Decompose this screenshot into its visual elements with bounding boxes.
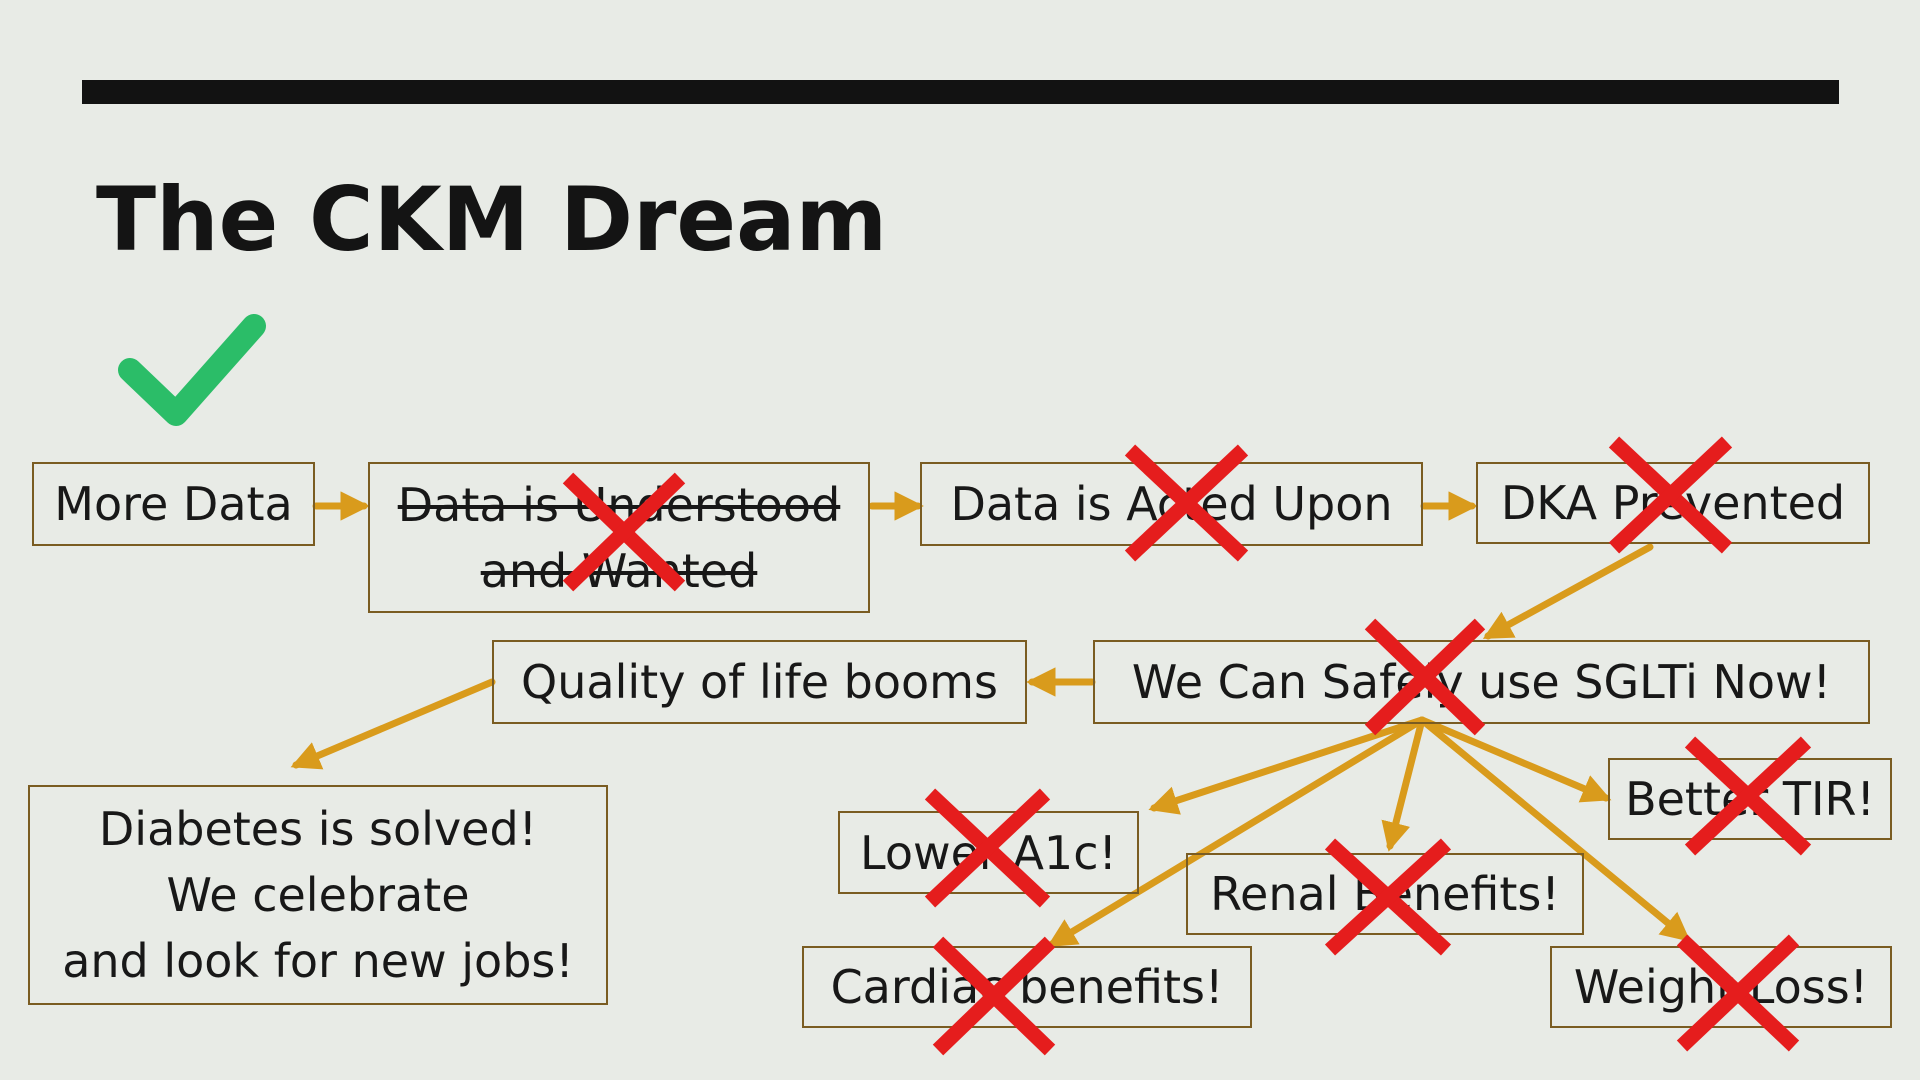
arrow-sglti-to-a1c xyxy=(1148,716,1426,815)
node-more-data-label: More Data xyxy=(54,477,293,531)
check-icon xyxy=(118,314,266,426)
arrow-quality-to-solved xyxy=(290,678,496,770)
node-dka-prevented: DKA Prevented xyxy=(1476,462,1870,544)
node-renal-benefits-label: Renal Benefits! xyxy=(1210,867,1560,921)
arrow-dka-to-sglti xyxy=(1482,543,1654,640)
arrow-sglti-to-tir xyxy=(1418,716,1612,803)
node-diabetes-solved: Diabetes is solved! We celebrate and loo… xyxy=(28,785,608,1005)
node-weight-loss: Weight Loss! xyxy=(1550,946,1892,1028)
node-diabetes-solved-label: Diabetes is solved! We celebrate and loo… xyxy=(62,802,574,988)
node-acted-upon-label: Data is Acted Upon xyxy=(950,477,1393,531)
node-understood-wanted: Data is Understood and Wanted xyxy=(368,462,870,613)
node-renal-benefits: Renal Benefits! xyxy=(1186,853,1584,935)
node-better-tir: Better TIR! xyxy=(1608,758,1892,840)
node-quality-of-life: Quality of life booms xyxy=(492,640,1027,724)
node-lower-a1c: Lower A1c! xyxy=(838,811,1139,894)
node-dka-prevented-label: DKA Prevented xyxy=(1500,476,1846,530)
node-understood-wanted-label: Data is Understood and Wanted xyxy=(397,477,841,598)
node-acted-upon: Data is Acted Upon xyxy=(920,462,1423,546)
title-rule xyxy=(82,80,1839,104)
node-quality-of-life-label: Quality of life booms xyxy=(521,655,998,709)
node-cardiac-benefits: Cardiac benefits! xyxy=(802,946,1252,1028)
node-cardiac-benefits-label: Cardiac benefits! xyxy=(830,960,1224,1014)
node-sglti-label: We Can Safely use SGLTi Now! xyxy=(1131,655,1832,709)
node-weight-loss-label: Weight Loss! xyxy=(1573,960,1869,1014)
node-sglti: We Can Safely use SGLTi Now! xyxy=(1093,640,1870,724)
node-lower-a1c-label: Lower A1c! xyxy=(860,825,1117,880)
page-title: The CKM Dream xyxy=(96,168,888,271)
node-better-tir-label: Better TIR! xyxy=(1625,772,1875,826)
arrow-sglti-to-renal xyxy=(1381,716,1426,852)
node-more-data: More Data xyxy=(32,462,315,546)
